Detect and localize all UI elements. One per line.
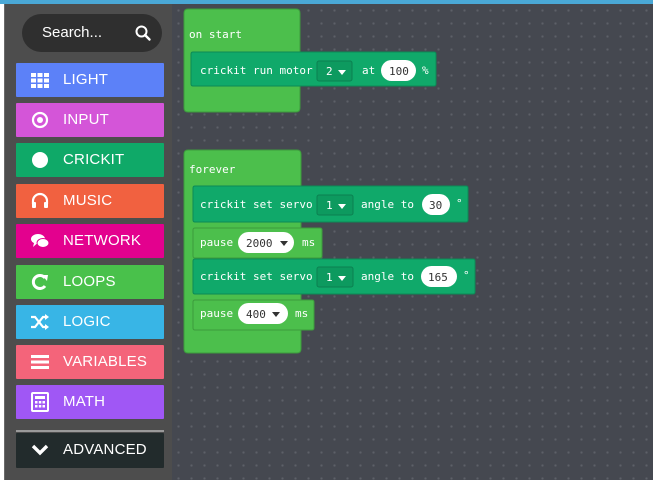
servo-dropdown-value: 1	[326, 271, 333, 284]
dropdown-arrow-icon	[272, 312, 280, 317]
pause-block-1[interactable]: pause 2000 ms	[192, 227, 323, 259]
calculator-icon	[31, 392, 49, 412]
motor-speed-value: 100	[389, 65, 409, 78]
dropdown-arrow-icon	[338, 70, 346, 75]
headphones-icon	[31, 192, 49, 208]
category-math[interactable]: MATH	[16, 385, 164, 419]
pause-label: pause	[200, 236, 233, 249]
target-icon	[31, 111, 49, 129]
set-servo-block-2[interactable]: crickit set servo 1 angle to 165 °	[192, 258, 476, 295]
category-advanced[interactable]: ADVANCED	[16, 433, 164, 468]
motor-dropdown-value: 2	[326, 65, 333, 78]
category-label: MATH	[63, 393, 106, 410]
motor-at-label: at	[362, 64, 375, 77]
category-label: ADVANCED	[63, 441, 147, 458]
category-label: INPUT	[63, 111, 109, 128]
category-network[interactable]: NETWORK	[16, 224, 164, 258]
chat-icon	[31, 234, 50, 248]
toolbox: Search... LIGHT INPUT CRICKIT	[4, 4, 173, 480]
search-label: Search...	[42, 24, 103, 41]
dropdown-arrow-icon	[280, 241, 288, 246]
servo-angle-label: angle to	[361, 198, 414, 211]
circle-icon	[32, 152, 48, 168]
forever-label: forever	[189, 163, 236, 176]
pause-ms-input[interactable]	[238, 303, 288, 324]
category-label: CRICKIT	[63, 151, 125, 168]
block-workspace[interactable]: on start crickit run motor 2 at 100 % fo…	[172, 4, 653, 480]
pause-label: pause	[200, 307, 233, 320]
category-label: NETWORK	[63, 232, 142, 249]
set-servo-label: crickit set servo	[200, 198, 313, 211]
pause-ms-value: 2000	[246, 237, 273, 250]
on-start-label: on start	[189, 28, 242, 41]
set-servo-label: crickit set servo	[200, 270, 313, 283]
chevron-down-icon	[31, 444, 49, 456]
run-motor-block[interactable]: crickit run motor 2 at 100 %	[190, 51, 437, 87]
category-label: LOGIC	[63, 313, 111, 330]
grid-icon	[31, 73, 49, 88]
servo-angle-value: 165	[428, 271, 448, 284]
category-music[interactable]: MUSIC	[16, 184, 164, 218]
pause-unit-label: ms	[295, 307, 308, 320]
motor-dropdown[interactable]	[316, 60, 353, 82]
servo-angle-value: 30	[429, 199, 442, 212]
dropdown-arrow-icon	[338, 204, 346, 209]
pause-ms-value: 400	[246, 308, 266, 321]
category-label: LIGHT	[63, 71, 109, 88]
category-label: LOOPS	[63, 273, 116, 290]
top-border	[0, 0, 653, 4]
toolbox-separator	[16, 430, 164, 432]
category-label: MUSIC	[63, 192, 113, 209]
pause-unit-label: ms	[302, 236, 315, 249]
servo-dropdown[interactable]	[316, 266, 354, 288]
category-input[interactable]: INPUT	[16, 103, 164, 137]
servo-unit-label: °	[456, 197, 463, 210]
category-light[interactable]: LIGHT	[16, 63, 164, 97]
servo-angle-label: angle to	[361, 270, 414, 283]
servo-unit-label: °	[463, 269, 470, 282]
motor-speed-input[interactable]	[381, 60, 416, 81]
pause-block-2[interactable]: pause 400 ms	[192, 299, 315, 331]
search-box[interactable]: Search...	[22, 14, 162, 52]
servo-dropdown[interactable]	[316, 194, 354, 216]
category-variables[interactable]: VARIABLES	[16, 345, 164, 379]
blocks-canvas: on start crickit run motor 2 at 100 % fo…	[183, 8, 476, 354]
category-loops[interactable]: LOOPS	[16, 265, 164, 299]
category-logic[interactable]: LOGIC	[16, 305, 164, 339]
servo-dropdown-value: 1	[326, 199, 333, 212]
refresh-icon	[31, 274, 48, 290]
bottom-border	[0, 480, 653, 488]
pause-ms-input[interactable]	[238, 232, 294, 253]
servo-angle-input[interactable]	[422, 194, 450, 215]
category-label: VARIABLES	[63, 353, 148, 370]
motor-unit-label: %	[422, 64, 429, 77]
shuffle-icon	[31, 314, 49, 330]
list-icon	[31, 355, 49, 369]
dropdown-arrow-icon	[338, 276, 346, 281]
run-motor-label: crickit run motor	[200, 64, 313, 77]
category-crickit[interactable]: CRICKIT	[16, 143, 164, 177]
servo-angle-input[interactable]	[421, 266, 457, 287]
search-icon	[135, 25, 151, 41]
set-servo-block-1[interactable]: crickit set servo 1 angle to 30 °	[192, 185, 469, 223]
